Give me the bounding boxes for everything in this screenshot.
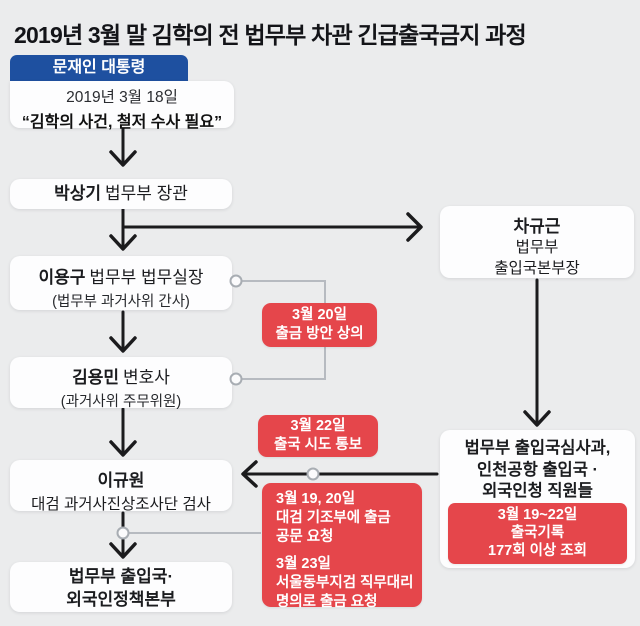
president-header: 문재인 대통령 [10,55,188,81]
node-president: 문재인 대통령 2019년 3월 18일 “김학의 사건, 철저 수사 필요” [10,55,234,131]
arrow-minister-to-legal-office [109,207,137,251]
legal-office-sub: (법무부 과거사위 간사) [52,294,190,310]
annotation-notice: 3월 22일 출국 시도 통보 [258,415,378,457]
lawyer-role: 변호사 [123,368,170,387]
policy-hq-line1: 법무부 출입국· [68,567,174,586]
president-date: 2019년 3월 18일 [66,89,178,106]
arrow-lawyer-to-prosecutor [109,407,137,457]
requests-p2-date: 3월 23일 [276,556,331,572]
notice-text: 출국 시도 통보 [273,437,363,453]
node-immigration-chief: 차규근 법무부 출입국본부장 [440,206,634,278]
legal-office-name: 이용구 [38,268,86,287]
immigration-chief-title: 출입국본부장 [494,260,580,277]
staff-line2: 인천공항 출입국 · [477,460,598,479]
legal-office-role: 법무부 법무실장 [89,268,204,287]
arrow-president-to-minister [109,126,137,167]
requests-p2-line2: 서울동부지검 직무대리 [276,575,414,591]
consult-text: 출금 방안 상의 [275,326,364,342]
arrow-legal-office-to-lawyer [109,310,137,353]
annotation-consult: 3월 20일 출금 방안 상의 [262,303,377,347]
connector-dot-requests [116,526,130,540]
minister-role: 법무부 장관 [104,184,188,203]
connector-dot-legal-office [229,274,243,288]
badge-record: 출국기록 [510,525,565,541]
arrow-prosecutor-to-policy-hq [109,511,137,559]
arrow-immigration-chief-to-staff [523,278,551,427]
arrow-minister-to-immigration-chief [121,212,423,242]
page-title: 2019년 3월 말 김학의 전 법무부 차관 긴급출국금지 과정 [14,22,527,48]
staff-line3: 외국인청 직원들 [482,482,593,500]
prosecutor-name: 이규원 [97,471,145,490]
annotation-requests: 3월 19, 20일 대검 기조부에 출금 공문 요청 3월 23일 서울동부지… [262,483,422,610]
requests-p2: 3월 23일 서울동부지검 직무대리 명의로 출금 요청 [276,555,422,612]
minister-name: 박상기 [54,184,101,203]
lawyer-name: 김용민 [72,368,119,387]
requests-p1-date: 3월 19, 20일 [276,491,356,507]
badge-date: 3월 19~22일 [497,507,578,523]
consult-date: 3월 20일 [292,307,347,323]
staff-line1: 법무부 출입국심사과, [464,439,611,457]
lawyer-sub: (과거사위 주무위원) [60,394,182,410]
badge-count: 177회 이상 조회 [488,543,587,559]
requests-p2-line3: 명의로 출금 요청 [276,594,378,610]
prosecutor-sub: 대검 과거사진상조사단 검사 [31,496,211,513]
staff-lookup-badge: 3월 19~22일 출국기록 177회 이상 조회 [448,503,627,564]
requests-p1-line3: 공문 요청 [276,529,334,545]
immigration-chief-name: 차규근 [513,217,561,236]
connector-dot-notice [306,467,320,481]
immigration-chief-org: 법무부 [515,239,559,256]
node-policy-hq: 법무부 출입국· 외국인정책본부 [10,562,232,612]
node-prosecutor: 이규원 대검 과거사진상조사단 검사 [10,460,232,513]
requests-p1: 3월 19, 20일 대검 기조부에 출금 공문 요청 [276,490,422,547]
node-staff: 법무부 출입국심사과, 인천공항 출입국 · 외국인청 직원들 3월 19~22… [440,430,635,568]
connector-dot-lawyer [229,372,243,386]
president-quote: “김학의 사건, 철저 수사 필요” [21,114,223,131]
policy-hq-line2: 외국인정책본부 [66,590,176,609]
notice-date: 3월 22일 [290,418,346,434]
requests-p1-line2: 대검 기조부에 출금 [276,510,391,526]
